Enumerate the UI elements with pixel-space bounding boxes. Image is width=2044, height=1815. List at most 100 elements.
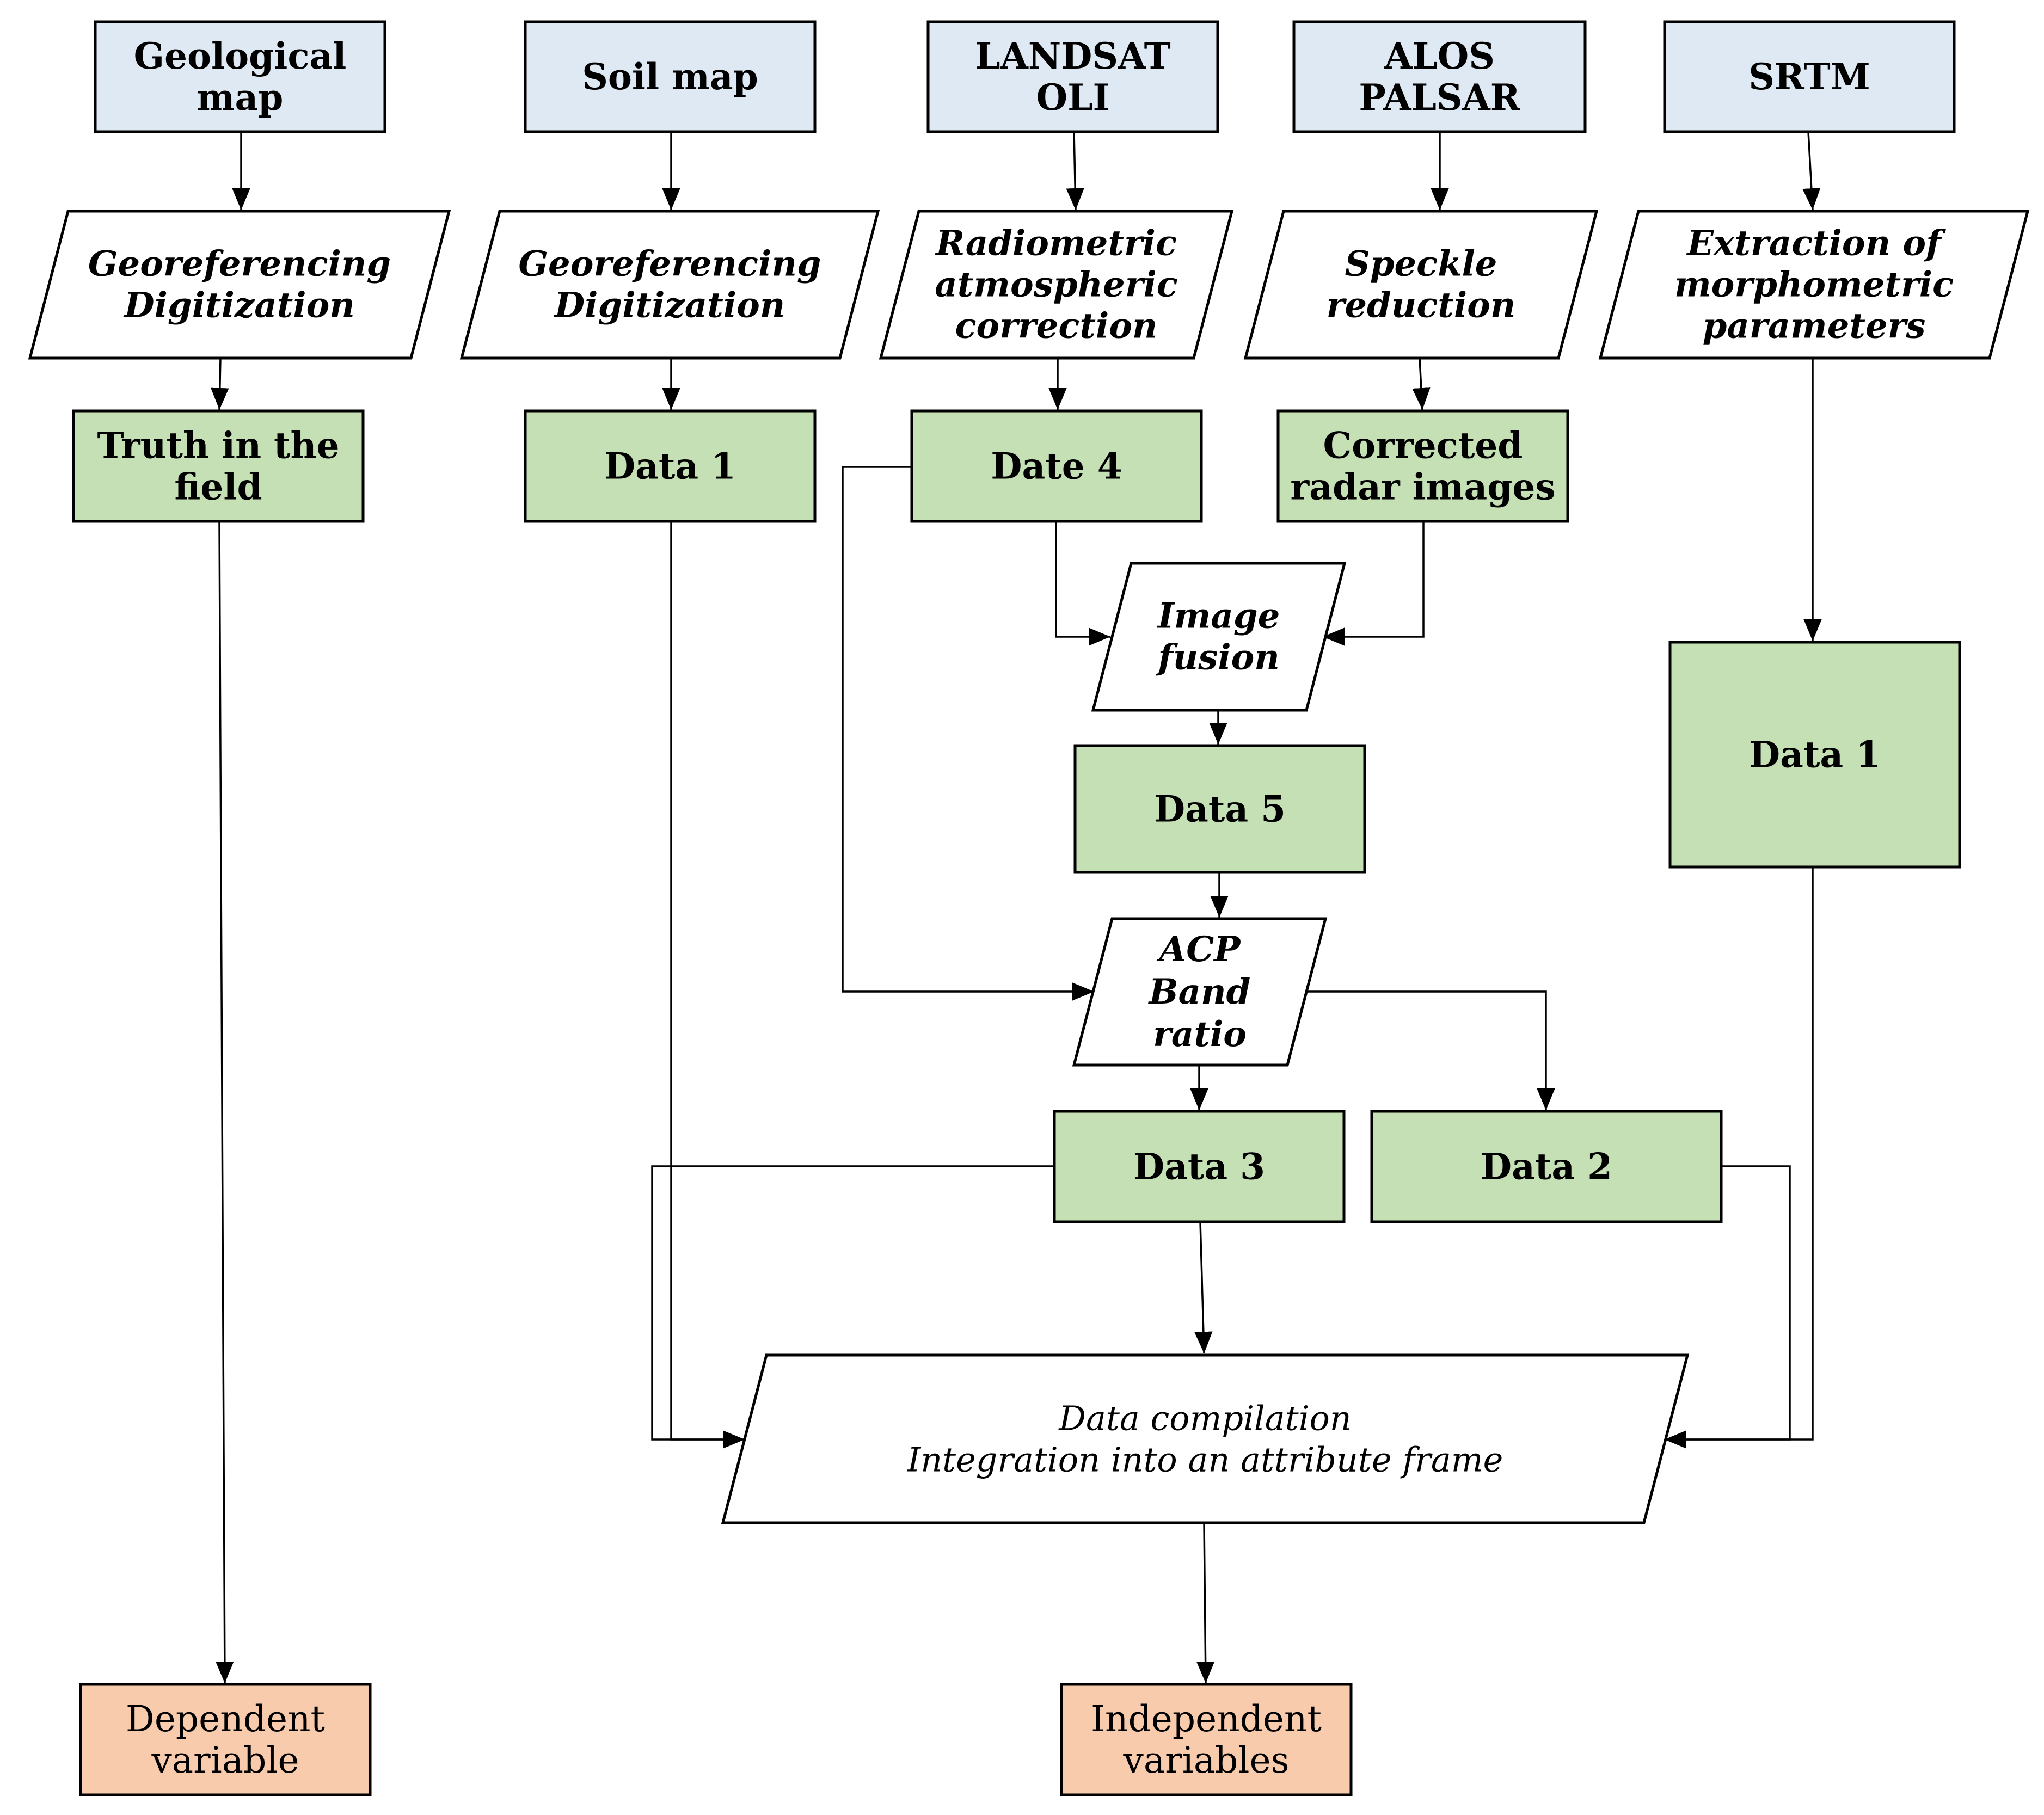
node-box bbox=[1053, 1110, 1346, 1223]
node-label-line: map bbox=[197, 76, 284, 119]
node-label-line: OLI bbox=[1036, 76, 1110, 119]
node-box bbox=[72, 409, 365, 523]
node-parallelogram bbox=[879, 210, 1234, 360]
node-box bbox=[94, 20, 386, 133]
node-label-line: Georeferencing bbox=[518, 244, 821, 285]
node-label-line: Independent bbox=[1091, 1698, 1322, 1740]
node-label-line: variable bbox=[151, 1739, 299, 1781]
node-data2: Data 2 bbox=[1370, 1110, 1723, 1223]
node-label-line: Radiometric bbox=[935, 223, 1177, 264]
node-label-line: Corrected bbox=[1323, 424, 1523, 467]
node-data3: Data 3 bbox=[1053, 1110, 1346, 1223]
node-box bbox=[1292, 20, 1587, 133]
node-box bbox=[1060, 1683, 1353, 1796]
node-label-line: Truth in the bbox=[97, 424, 339, 467]
node-label-line: morphometric bbox=[1674, 264, 1954, 305]
node-label-line: PALSAR bbox=[1359, 76, 1520, 119]
node-parallelogram bbox=[28, 210, 451, 360]
edge-georef1-to-truth bbox=[211, 358, 229, 410]
edge-data1-to-compilation bbox=[670, 521, 745, 1449]
node-box bbox=[524, 20, 817, 133]
node-box bbox=[910, 409, 1203, 523]
edge-truth-to-dependent bbox=[216, 521, 234, 1684]
node-parallelogram bbox=[1243, 210, 1599, 360]
node-label-line: parameters bbox=[1703, 306, 1926, 347]
node-label-line: ACP bbox=[1157, 929, 1242, 970]
node-box bbox=[926, 20, 1219, 133]
edge-corrected-to-fusion bbox=[1323, 521, 1425, 646]
node-label-line: Geological bbox=[134, 35, 347, 77]
edge-speckle-to-corrected bbox=[1412, 358, 1431, 410]
node-parallelogram bbox=[1072, 917, 1328, 1067]
node-soil-map: Soil map bbox=[524, 20, 817, 133]
node-label-line: Data 2 bbox=[1481, 1146, 1612, 1188]
node-label-line: reduction bbox=[1327, 285, 1516, 326]
node-label-line: field bbox=[174, 466, 262, 508]
node-box bbox=[524, 409, 817, 523]
edge-srtm-to-extraction bbox=[1802, 131, 1821, 211]
node-label-line: fusion bbox=[1156, 637, 1280, 678]
node-label-line: Integration into an attribute frame bbox=[907, 1440, 1503, 1480]
edges bbox=[211, 131, 1822, 1684]
edge-date4-to-fusion bbox=[1055, 521, 1110, 646]
node-label-line: Data 1 bbox=[604, 445, 736, 488]
node-label-line: Extraction of bbox=[1686, 223, 1946, 264]
node-label-line: ratio bbox=[1153, 1014, 1247, 1055]
node-label-line: LANDSAT bbox=[975, 35, 1171, 77]
edge-date4-to-acp bbox=[842, 466, 1094, 1001]
node-parallelogram bbox=[721, 1353, 1690, 1524]
node-label-line: Dependent bbox=[126, 1698, 325, 1740]
node-label-line: Soil map bbox=[582, 56, 758, 98]
node-label-line: Data compilation bbox=[1058, 1399, 1351, 1438]
node-srtm: SRTM bbox=[1663, 20, 1956, 133]
node-label-line: Data 1 bbox=[1749, 734, 1881, 776]
node-label-line: Date 4 bbox=[991, 445, 1122, 488]
node-label-line: SRTM bbox=[1748, 56, 1870, 98]
node-label-line: atmospheric bbox=[935, 264, 1177, 305]
edge-acp-to-data2 bbox=[1304, 990, 1555, 1110]
node-label-line: Digitization bbox=[554, 285, 785, 326]
node-label-line: Image bbox=[1157, 596, 1280, 637]
edge-data3-to-compilation bbox=[1194, 1221, 1213, 1354]
node-box bbox=[1668, 641, 1961, 869]
node-data1-srtm: Data 1 bbox=[1668, 641, 1961, 869]
node-label-line: ALOS bbox=[1384, 35, 1495, 77]
edge-compilation-to-independent bbox=[1196, 1522, 1215, 1684]
node-box bbox=[1073, 744, 1366, 874]
node-label-line: correction bbox=[955, 306, 1158, 347]
node-label-line: Data 3 bbox=[1133, 1146, 1265, 1188]
node-label-line: Band bbox=[1148, 971, 1251, 1012]
node-label-line: Georeferencing bbox=[88, 244, 391, 285]
node-label-line: variables bbox=[1123, 1739, 1290, 1781]
node-date4: Date 4 bbox=[910, 409, 1203, 523]
node-box bbox=[1663, 20, 1956, 133]
node-parallelogram bbox=[1091, 562, 1347, 712]
node-box bbox=[1370, 1110, 1723, 1223]
node-parallelogram bbox=[459, 210, 880, 360]
node-data5: Data 5 bbox=[1073, 744, 1366, 874]
edge-data1-srtm-to-compilation bbox=[1665, 867, 1814, 1449]
node-data1-soil: Data 1 bbox=[524, 409, 817, 523]
node-label-line: Data 5 bbox=[1154, 788, 1286, 830]
edge-landsat-to-radiometric bbox=[1066, 131, 1084, 211]
node-label-line: Speckle bbox=[1345, 244, 1497, 285]
node-label-line: Digitization bbox=[123, 285, 355, 326]
node-parallelogram bbox=[1598, 210, 2030, 360]
